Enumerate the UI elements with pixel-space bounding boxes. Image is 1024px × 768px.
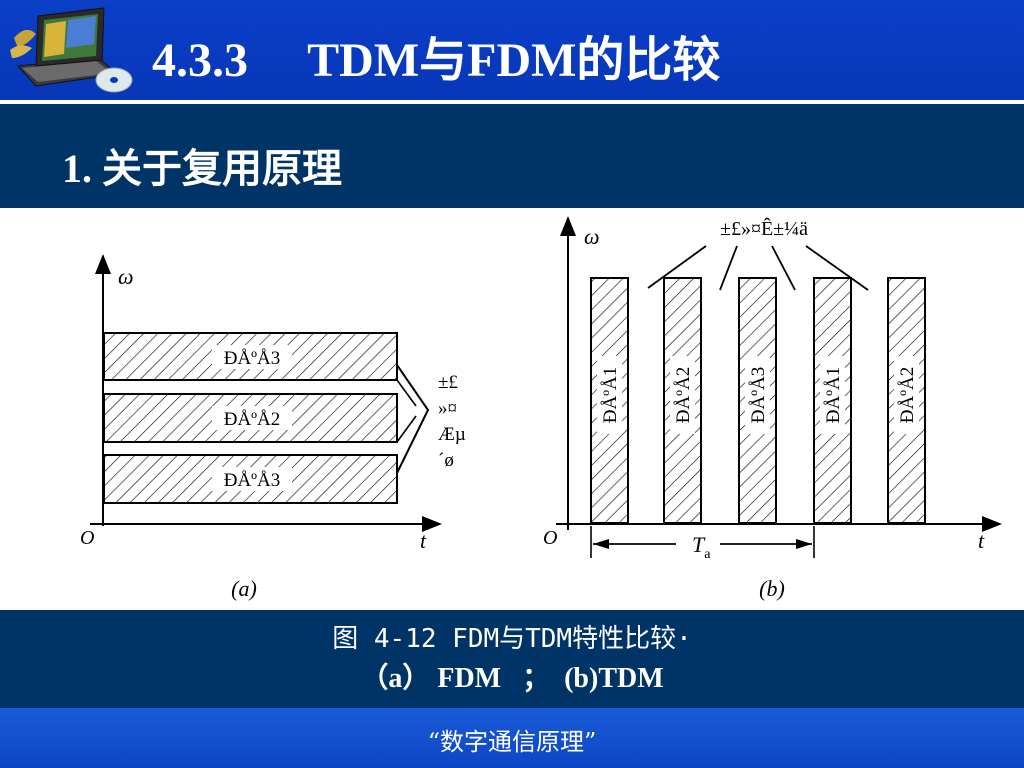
fdm-origin-label: O xyxy=(80,527,94,549)
laptop-logo-icon xyxy=(10,7,133,93)
tdm-slot-label-1: ÐÅºÅ1 xyxy=(600,367,621,424)
tdm-slot-label-5: ÐÅºÅ2 xyxy=(897,367,918,424)
fdm-band-label-middle: ÐÅºÅ2 xyxy=(224,409,281,430)
tdm-x-axis-label: t xyxy=(978,528,985,553)
guard-band-label-1: ±£ xyxy=(438,372,458,393)
section-band xyxy=(0,104,1024,208)
tdm-y-axis-label: ω xyxy=(584,224,600,249)
tdm-origin-label: O xyxy=(543,527,557,549)
tdm-slot-label-2: ÐÅºÅ2 xyxy=(673,367,694,424)
guard-band-label-3: Æµ xyxy=(438,424,466,445)
fdm-tdm-diagram: ω t O ÐÅºÅ3 ÐÅºÅ2 ÐÅºÅ3 ±£ »¤ Æµ ´ø (a) … xyxy=(80,216,1002,601)
slide-footer xyxy=(0,708,1024,768)
section-heading: 1. 关于复用原理 xyxy=(62,146,342,191)
guard-band-bracket xyxy=(396,364,430,474)
fdm-band-label-top: ÐÅºÅ3 xyxy=(224,348,281,369)
diagram-area: ω t O ÐÅºÅ3 ÐÅºÅ2 ÐÅºÅ3 ±£ »¤ Æµ ´ø (a) … xyxy=(0,208,1024,610)
slide-header xyxy=(0,0,1024,100)
period-label: Ta xyxy=(692,532,711,562)
guard-band-label-4: ´ø xyxy=(438,450,454,471)
fdm-band-label-bottom: ÐÅºÅ3 xyxy=(224,470,281,491)
fdm-sub-label: (a) xyxy=(231,576,257,601)
fdm-x-axis-label: t xyxy=(420,528,427,553)
footer-course-title: “数字通信原理” xyxy=(427,728,597,756)
slide-title: 4.3.3 TDM与FDM的比较 xyxy=(152,34,721,87)
tdm-slot-label-4: ÐÅºÅ1 xyxy=(823,367,844,424)
figure-subcaption: （a） FDM ； (b)TDM xyxy=(360,663,664,694)
caption-band xyxy=(0,610,1024,708)
fdm-diagram: ω t O ÐÅºÅ3 ÐÅºÅ2 ÐÅºÅ3 ±£ »¤ Æµ ´ø (a) xyxy=(80,254,466,601)
tdm-sub-label: (b) xyxy=(759,576,785,601)
header-divider xyxy=(0,100,1024,104)
tdm-slot-label-3: ÐÅºÅ3 xyxy=(748,367,769,424)
fdm-y-axis-label: ω xyxy=(118,264,134,289)
guard-time-label: ±£»¤Ê±¼ä xyxy=(720,217,808,240)
guard-band-label-2: »¤ xyxy=(438,398,457,419)
tdm-diagram: ω t O ±£»¤Ê±¼ä ÐÅºÅ1 ÐÅºÅ2 ÐÅºÅ3 ÐÅºÅ1 Ð… xyxy=(543,216,1002,601)
figure-caption: 图 4-12 FDM与TDM特性比较· xyxy=(332,624,692,654)
